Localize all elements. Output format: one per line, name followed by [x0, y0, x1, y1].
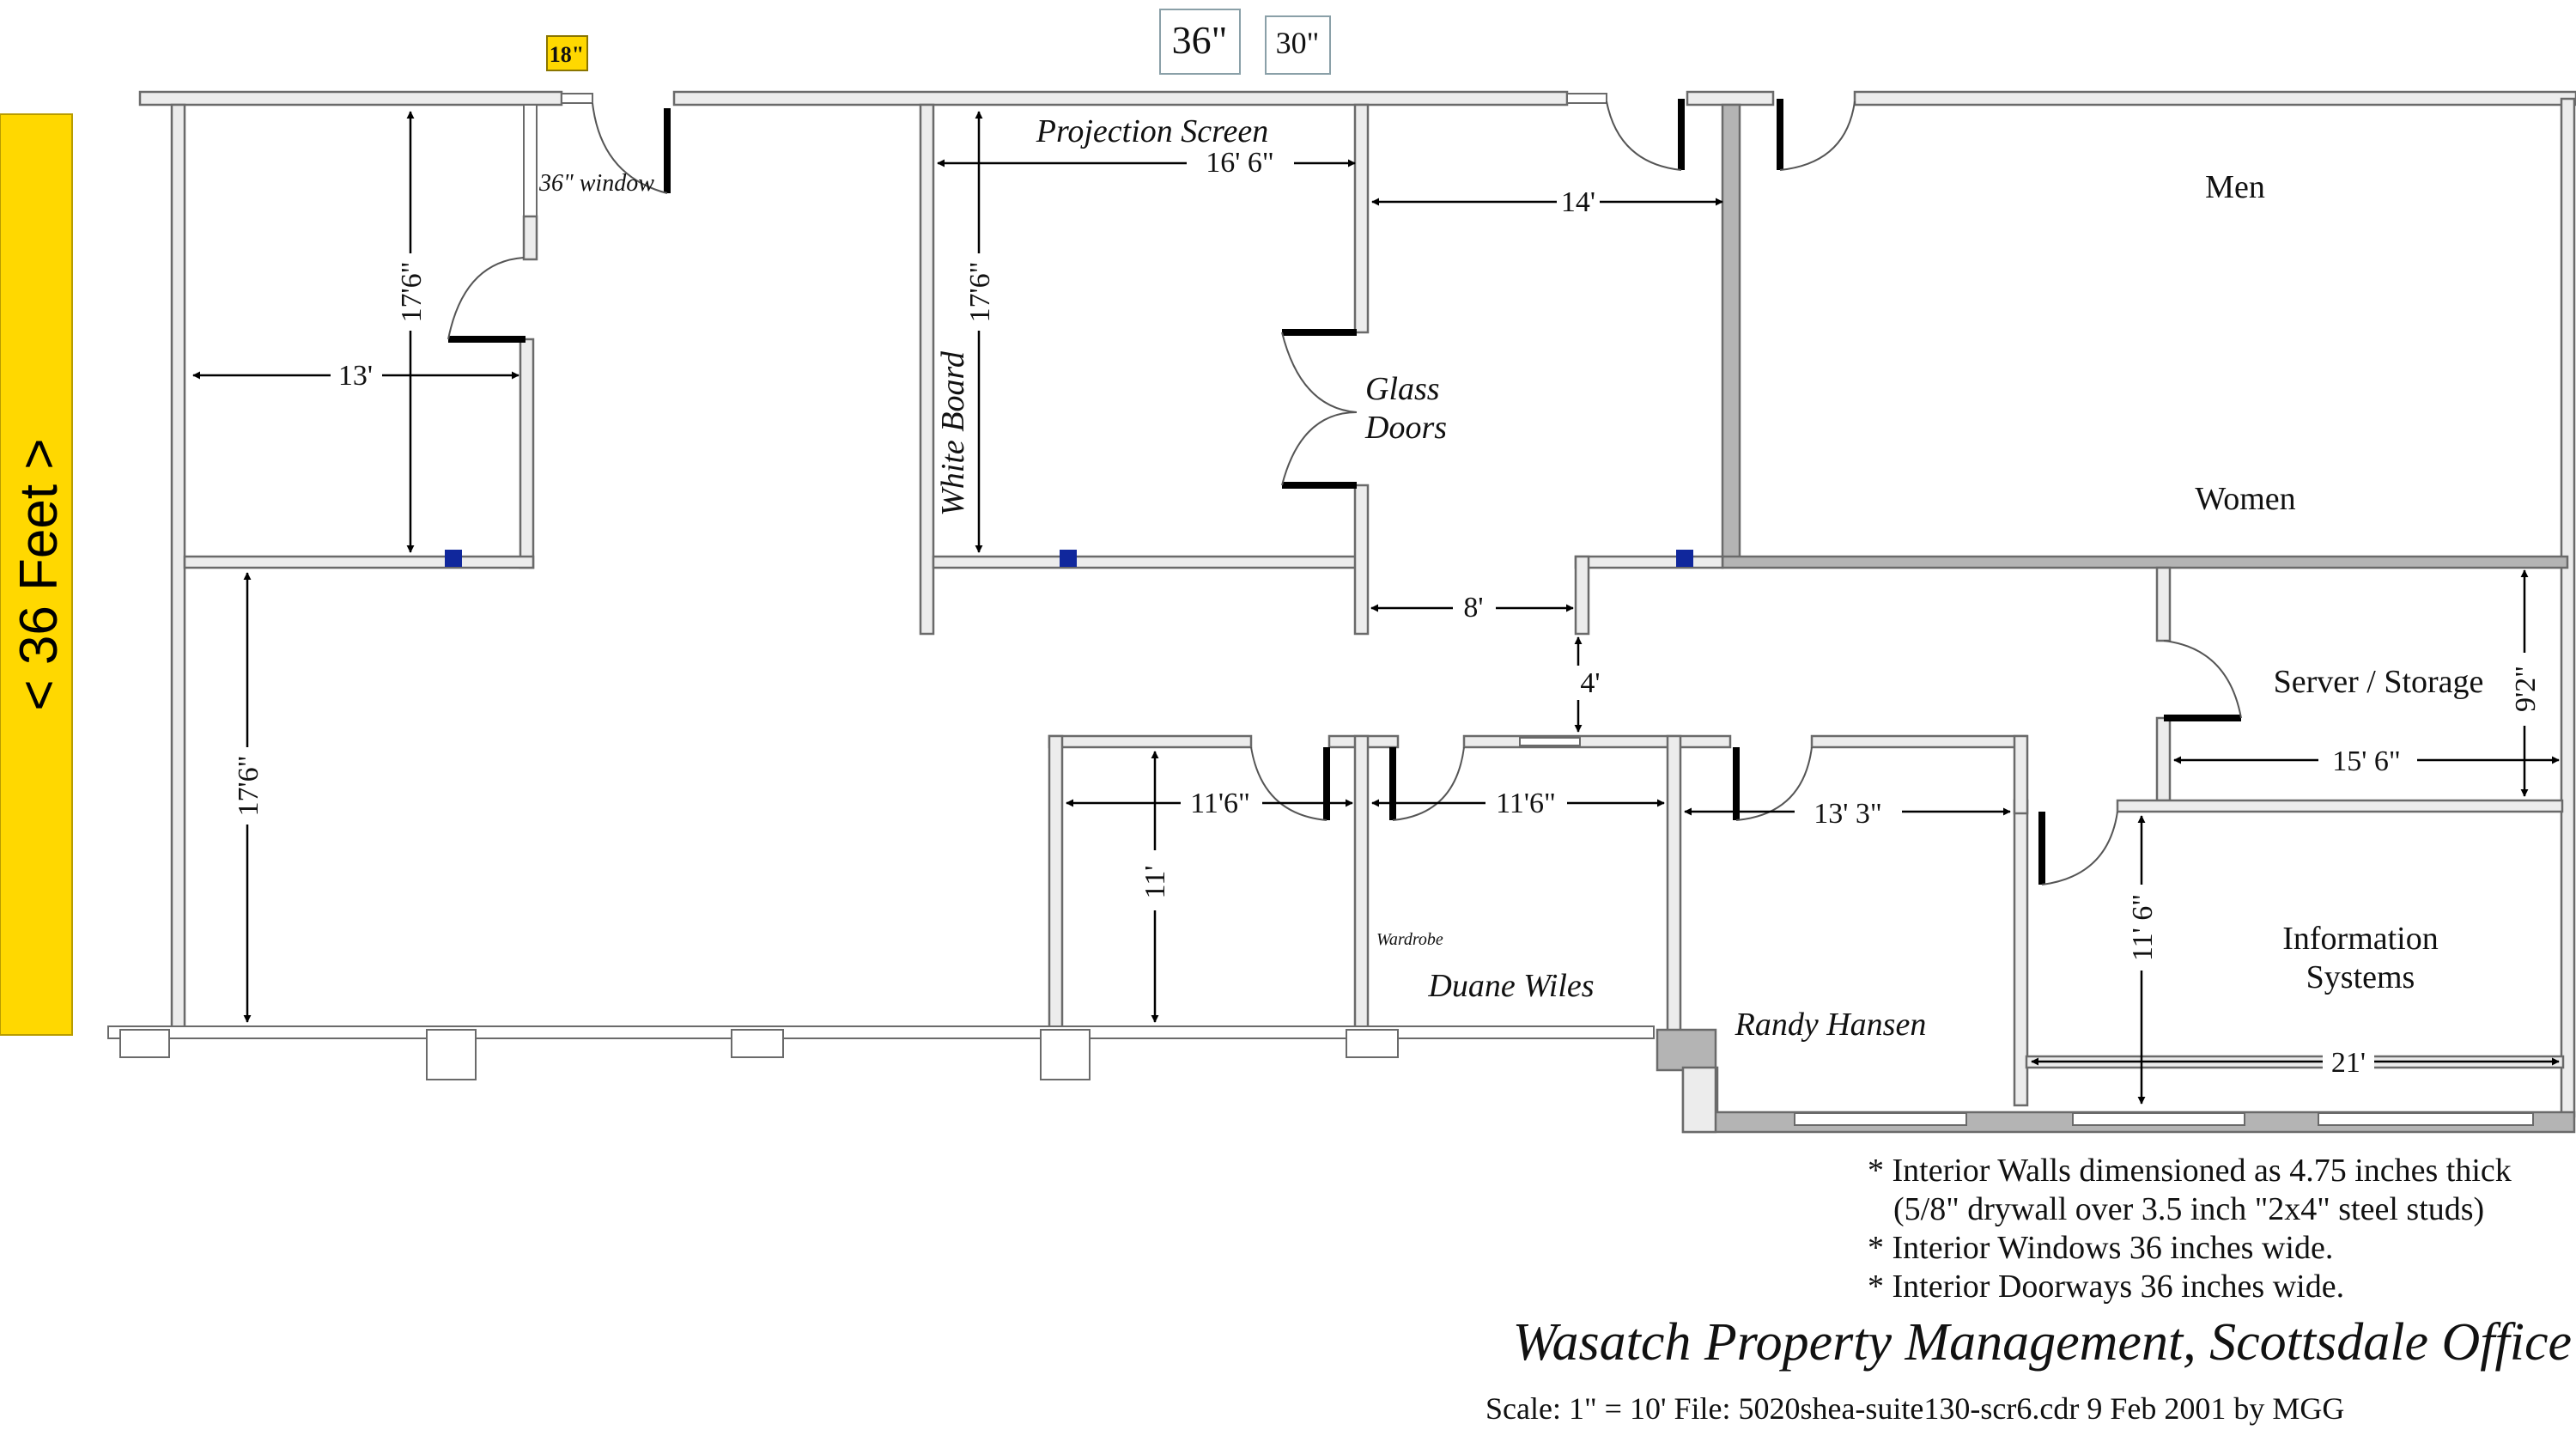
note-line: * Interior Windows 36 inches wide.	[1868, 1230, 2333, 1266]
walls	[107, 90, 2576, 1134]
women-label: Women	[2195, 481, 2295, 517]
badge-30-label: 30"	[1276, 26, 1320, 60]
information-systems-label-1: Information	[2282, 921, 2439, 957]
dim-17-6-b: 17'6"	[964, 261, 996, 322]
dimension-labels: 16' 6" 14' 17'6" 17'6" 13' 17'6" 8' 4' 1…	[230, 144, 2542, 1080]
dim-9-2: 9'2"	[2510, 666, 2542, 712]
dim-4: 4'	[1580, 667, 1600, 699]
doors	[447, 99, 2242, 885]
note-line: * Interior Doorways 36 inches wide.	[1868, 1269, 2344, 1305]
badge-30: 30"	[1265, 15, 1331, 75]
note-line: (5/8" drywall over 3.5 inch "2x4" steel …	[1893, 1191, 2484, 1227]
badge-18-label: 18"	[550, 42, 584, 67]
footer-scale: Scale: 1" = 10' File: 5020shea-suite130-…	[1485, 1391, 2344, 1426]
wardrobe-label: Wardrobe	[1376, 930, 1443, 949]
outlet-marker	[445, 550, 462, 567]
dim-8: 8'	[1463, 592, 1483, 624]
server-storage-label: Server / Storage	[2274, 664, 2484, 700]
dim-13: 13'	[338, 360, 373, 392]
notes: * Interior Walls dimensioned as 4.75 inc…	[1868, 1153, 2512, 1305]
footer: Wasatch Property Management, Scottsdale …	[1485, 1313, 2572, 1426]
length-banner: < 36 Feet >	[0, 113, 73, 1036]
dim-13-3: 13' 3"	[1814, 798, 1882, 830]
men-label: Men	[2205, 169, 2265, 205]
duane-wiles-label: Duane Wiles	[1427, 968, 1594, 1004]
white-board-label: White Board	[935, 350, 971, 516]
window-36-label: 36" window	[538, 170, 654, 197]
randy-hansen-label: Randy Hansen	[1735, 1007, 1927, 1043]
dim-17-6-c: 17'6"	[233, 755, 264, 816]
badge-36-label: 36"	[1172, 18, 1228, 62]
projection-screen-label: Projection Screen	[1036, 113, 1268, 149]
dim-14: 14'	[1561, 186, 1595, 218]
dim-15-6: 15' 6"	[2332, 745, 2401, 777]
glass-doors-label-1: Glass	[1365, 371, 1440, 407]
dim-17-6-a: 17'6"	[396, 261, 428, 322]
outlet-marker	[1676, 550, 1693, 567]
footer-title: Wasatch Property Management, Scottsdale …	[1513, 1313, 2572, 1372]
badge-36: 36"	[1159, 9, 1241, 75]
outlet-markers	[445, 550, 1693, 567]
dim-11-6-b: 11'6"	[1496, 788, 1556, 819]
dim-11-6-v: 11' 6"	[2127, 894, 2159, 961]
dim-16-6: 16' 6"	[1206, 147, 1274, 179]
dim-21: 21'	[2331, 1047, 2366, 1079]
dim-11: 11'	[1139, 866, 1171, 899]
outlet-marker	[1060, 550, 1077, 567]
room-labels: 36" window Projection Screen White Board…	[538, 113, 2483, 1043]
note-line: * Interior Walls dimensioned as 4.75 inc…	[1868, 1153, 2512, 1189]
dimension-lines	[192, 111, 2560, 1104]
glass-doors-label-2: Doors	[1364, 410, 1447, 446]
dim-11-6-a: 11'6"	[1190, 788, 1250, 819]
badge-18: 18"	[546, 35, 588, 71]
banner-label: < 36 Feet >	[9, 438, 69, 710]
information-systems-label-2: Systems	[2306, 959, 2415, 995]
